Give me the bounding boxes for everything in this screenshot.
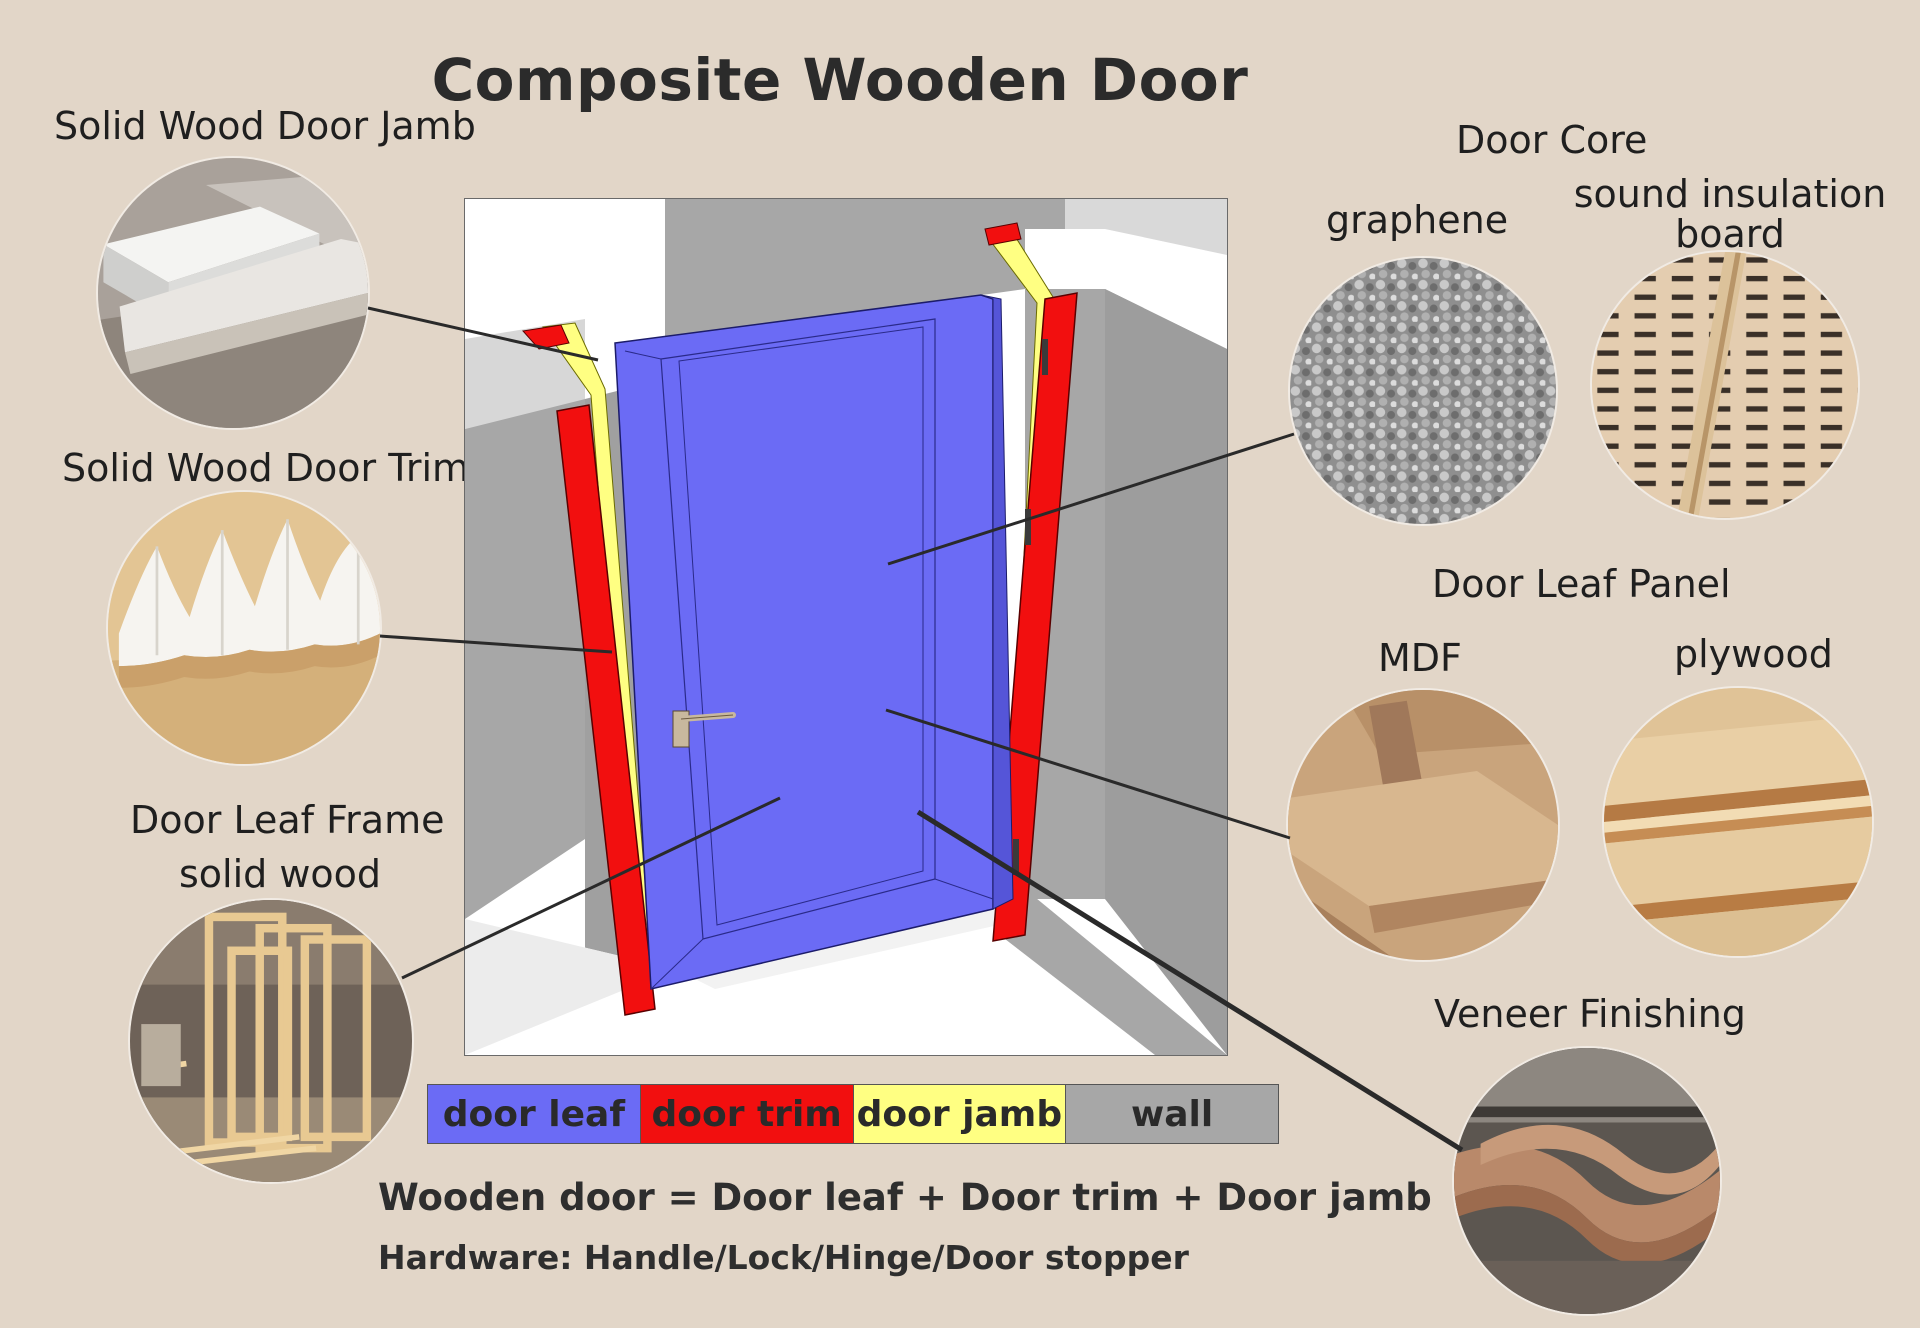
label-plywood: plywood: [1674, 632, 1833, 676]
legend-wall-label: wall: [1131, 1093, 1214, 1135]
formula-line-2: Hardware: Handle/Lock/Hinge/Door stopper: [378, 1238, 1189, 1277]
formula-line-1: Wooden door = Door leaf + Door trim + Do…: [378, 1176, 1432, 1219]
label-door-jamb: Solid Wood Door Jamb: [54, 104, 476, 148]
legend-door-jamb-label: door jamb: [856, 1093, 1063, 1135]
graphene-photo: [1290, 258, 1556, 524]
legend-door-jamb: door jamb: [852, 1085, 1066, 1143]
label-sound-insulation: sound insulation: [1573, 172, 1887, 216]
legend-door-trim: door trim: [639, 1085, 853, 1143]
label-door-core: Door Core: [1456, 118, 1648, 162]
door-trim-photo: [108, 492, 380, 764]
label-veneer-finishing: Veneer Finishing: [1434, 992, 1746, 1036]
page-title: Composite Wooden Door: [431, 46, 1249, 114]
door-jamb-photo: [98, 158, 368, 428]
label-graphene: graphene: [1326, 198, 1509, 242]
label-solid-wood: solid wood: [178, 852, 382, 896]
veneer-finishing-photo: [1454, 1048, 1720, 1314]
legend-door-leaf: door leaf: [428, 1085, 640, 1143]
legend-door-leaf-label: door leaf: [442, 1093, 625, 1135]
door-diagram: [464, 198, 1228, 1056]
legend-wall: wall: [1065, 1085, 1278, 1143]
mdf-photo: [1288, 690, 1558, 960]
door-leaf-frame-photo: [130, 900, 412, 1182]
label-board: board: [1675, 212, 1785, 256]
label-mdf: MDF: [1378, 636, 1462, 680]
sound-insulation-board-photo: [1592, 252, 1858, 518]
legend-door-trim-label: door trim: [651, 1093, 842, 1135]
label-door-trim: Solid Wood Door Trim: [62, 446, 470, 490]
plywood-photo: [1604, 688, 1872, 956]
color-legend: door leaf door trim door jamb wall: [427, 1084, 1279, 1144]
label-door-leaf-frame: Door Leaf Frame: [130, 798, 445, 842]
label-door-leaf-panel: Door Leaf Panel: [1432, 562, 1731, 606]
